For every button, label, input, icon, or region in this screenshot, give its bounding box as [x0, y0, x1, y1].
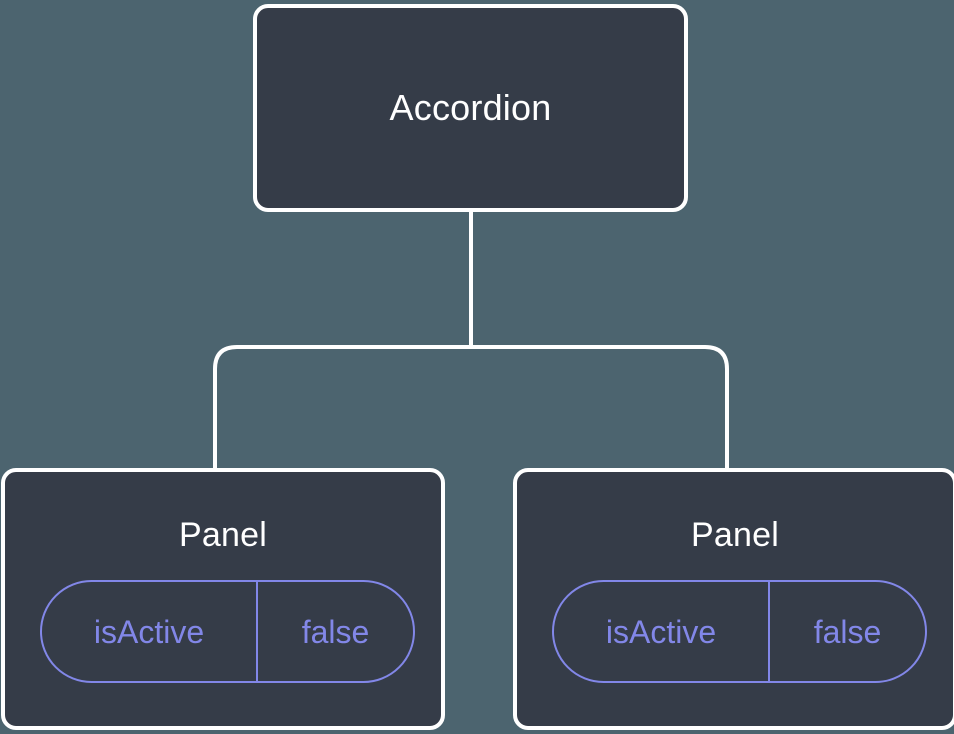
node-panel-right[interactable]: Panel isActive false — [513, 468, 954, 730]
edge-root-to-panel-right — [471, 345, 729, 470]
node-accordion[interactable]: Accordion — [253, 4, 688, 212]
prop-badge-isactive-left[interactable]: isActive false — [40, 580, 415, 683]
node-panel-left[interactable]: Panel isActive false — [1, 468, 445, 730]
prop-value-label: false — [301, 613, 370, 650]
prop-key-label: isActive — [42, 582, 258, 681]
node-panel-right-title: Panel — [691, 516, 779, 554]
node-panel-left-title: Panel — [179, 516, 267, 554]
prop-badge-isactive-right[interactable]: isActive false — [552, 580, 927, 683]
edge-root-to-panel-left — [213, 345, 471, 470]
node-accordion-title: Accordion — [389, 87, 552, 128]
prop-key-label: isActive — [554, 582, 770, 681]
prop-value-label: false — [813, 613, 882, 650]
